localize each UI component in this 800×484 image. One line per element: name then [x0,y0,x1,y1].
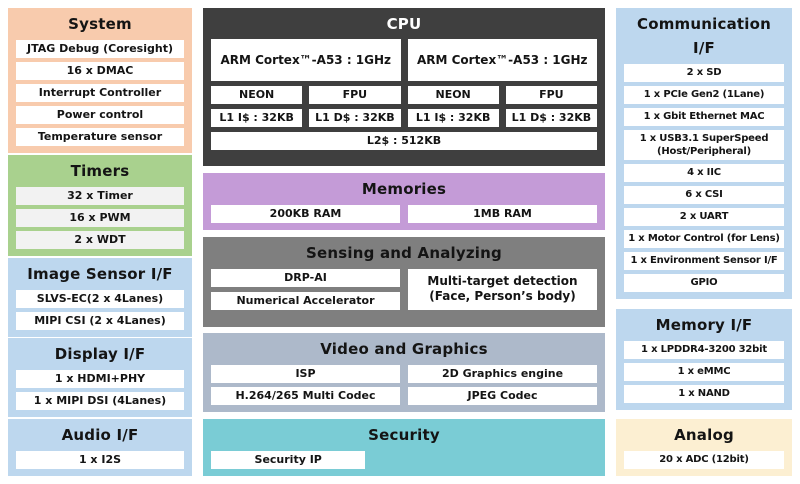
cpu-core: ARM Cortex™-A53 : 1GHz [211,39,401,81]
video-item: 2D Graphics engine [408,365,597,384]
block-memory-if: Memory I/F 1 x LPDDR4-3200 32bit 1 x eMM… [616,308,792,410]
communication-item: 1 x Environment Sensor I/F [624,252,784,270]
video-item: ISP [211,365,400,384]
cpu-cache: L1 I$ : 32KB [211,109,303,127]
communication-item: 1 x USB3.1 SuperSpeed (Host/Peripheral) [624,130,784,160]
timers-item: 16 x PWM [16,208,184,227]
block-communication-if: Communication I/F 2 x SD 1 x PCIe Gen2 (… [616,8,792,299]
middle-column: CPU ARM Cortex™-A53 : 1GHz ARM Cortex™-A… [203,8,605,476]
communication-item: GPIO [624,274,784,292]
communication-item: 6 x CSI [624,186,784,204]
memories-item: 1MB RAM [408,204,597,223]
block-cpu: CPU ARM Cortex™-A53 : 1GHz ARM Cortex™-A… [203,8,605,166]
communication-item: 1 x Motor Control (for Lens) [624,230,784,248]
video-grid: ISP 2D Graphics engine H.264/265 Multi C… [211,365,597,406]
display-item: 1 x HDMI+PHY [16,370,184,389]
memories-grid: 200KB RAM 1MB RAM [211,204,597,223]
block-title-analog: Analog [674,426,734,444]
image-sensor-item: MIPI CSI (2 x 4Lanes) [16,311,184,330]
security-item: Security IP [211,451,366,469]
block-security: Security Security IP [203,419,605,476]
memories-item: 200KB RAM [211,204,400,223]
block-title-communication-if: Communication I/F [637,15,771,57]
block-video-graphics: Video and Graphics ISP 2D Graphics engin… [203,333,605,413]
communication-item: 4 x IIC [624,164,784,182]
block-sensing-analyzing: Sensing and Analyzing DRP-AI Multi-targe… [203,236,605,327]
block-analog: Analog 20 x ADC (12bit) [616,419,792,476]
block-title-video-graphics: Video and Graphics [320,340,488,359]
block-image-sensor-if: Image Sensor I/F SLVS-EC(2 x 4Lanes) MIP… [8,257,192,337]
audio-item: 1 x I2S [16,451,184,469]
block-title-security: Security [368,426,440,444]
cpu-cache: L1 D$ : 32KB [505,109,597,127]
cpu-grid: ARM Cortex™-A53 : 1GHz ARM Cortex™-A53 :… [211,39,597,150]
communication-item: 2 x UART [624,208,784,226]
cpu-cache: L1 I$ : 32KB [407,109,499,127]
timers-item: 2 x WDT [16,230,184,249]
video-item: H.264/265 Multi Codec [211,387,400,406]
block-title-memory-if: Memory I/F [655,315,753,334]
sensing-grid: DRP-AI Multi-target detection (Face, Per… [211,268,597,310]
image-sensor-item: SLVS-EC(2 x 4Lanes) [16,289,184,308]
block-title-display-if: Display I/F [54,345,146,364]
block-title-audio-if: Audio I/F [61,426,139,444]
analog-item: 20 x ADC (12bit) [624,451,784,469]
multi-target-detection-box: Multi-target detection (Face, Person’s b… [408,268,597,310]
block-title-sensing-analyzing: Sensing and Analyzing [306,243,502,262]
memory-if-item: 1 x LPDDR4-3200 32bit [624,340,784,359]
block-system: System JTAG Debug (Coresight) 16 x DMAC … [8,8,192,153]
communication-item: 1 x Gbit Ethernet MAC [624,108,784,126]
system-item: Temperature sensor [16,128,184,146]
sensing-item: DRP-AI [211,268,400,287]
multi-target-line1: Multi-target detection [427,274,578,288]
cpu-l2-cache: L2$ : 512KB [211,132,597,150]
system-item: 16 x DMAC [16,62,184,80]
block-title-timers: Timers [70,161,130,180]
block-audio-if: Audio I/F 1 x I2S [8,419,192,476]
display-item: 1 x MIPI DSI (4Lanes) [16,392,184,411]
block-title-memories: Memories [361,179,447,198]
block-title-image-sensor-if: Image Sensor I/F [27,264,173,283]
communication-item: 1 x PCIe Gen2 (1Lane) [624,86,784,104]
timers-item: 32 x Timer [16,186,184,205]
block-title-system: System [68,15,132,33]
system-item: Power control [16,106,184,124]
cpu-unit: NEON [211,86,303,104]
system-item: JTAG Debug (Coresight) [16,40,184,58]
cpu-unit: FPU [309,86,401,104]
multi-target-line2: (Face, Person’s body) [429,289,576,303]
block-timers: Timers 32 x Timer 16 x PWM 2 x WDT [8,154,192,256]
block-title-cpu: CPU [386,15,422,33]
video-item: JPEG Codec [408,387,597,406]
cpu-core: ARM Cortex™-A53 : 1GHz [407,39,597,81]
cpu-cache: L1 D$ : 32KB [309,109,401,127]
system-item: Interrupt Controller [16,84,184,102]
communication-item: 2 x SD [624,64,784,82]
memory-if-item: 1 x NAND [624,384,784,403]
right-column: Communication I/F 2 x SD 1 x PCIe Gen2 (… [616,8,792,476]
cpu-unit: FPU [505,86,597,104]
sensing-item: Numerical Accelerator [211,291,400,310]
block-display-if: Display I/F 1 x HDMI+PHY 1 x MIPI DSI (4… [8,338,192,418]
cpu-unit: NEON [407,86,499,104]
left-column: System JTAG Debug (Coresight) 16 x DMAC … [8,8,192,476]
block-memories: Memories 200KB RAM 1MB RAM [203,172,605,230]
memory-if-item: 1 x eMMC [624,362,784,381]
